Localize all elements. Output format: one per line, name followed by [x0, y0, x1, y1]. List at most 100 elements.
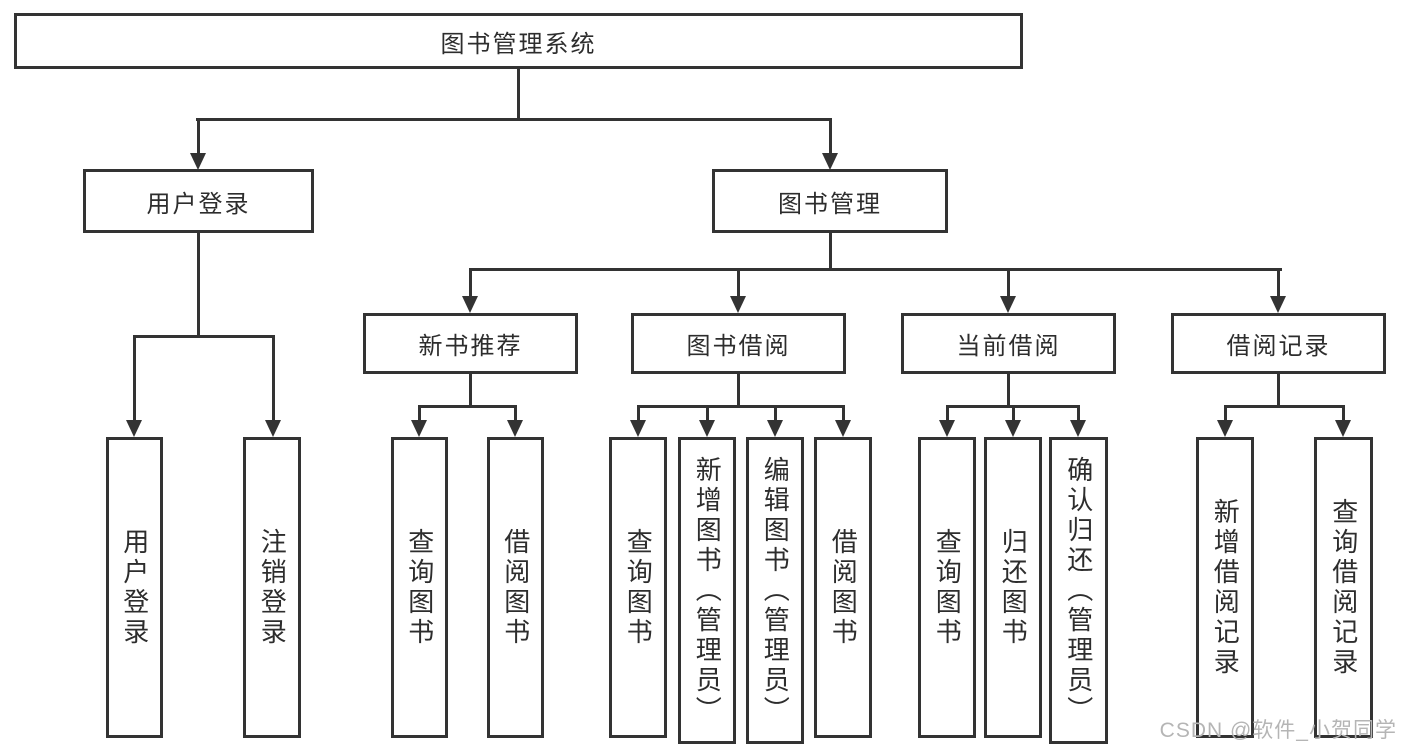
leaf-label: 归还图书	[998, 527, 1029, 648]
connector-shaft	[1011, 408, 1015, 420]
arrow-down-icon	[699, 420, 715, 437]
connector-drop-borrow-books-2	[835, 408, 851, 437]
arrow-down-icon	[1000, 296, 1016, 313]
leaf-query-borrow-record: 查询借阅记录	[1314, 437, 1373, 738]
leaf-label: 新增图书（管理员）	[692, 455, 723, 726]
connector-shaft	[828, 121, 832, 153]
connector-shaft	[513, 408, 517, 420]
connector-drop-query-books-2	[630, 408, 646, 437]
connector-drop-borrow-records	[1270, 271, 1286, 313]
leaf-add-book-admin: 新增图书（管理员）	[678, 437, 736, 744]
connector-shaft	[773, 408, 777, 420]
arrow-down-icon	[1005, 420, 1021, 437]
leaf-label: 借阅图书	[500, 527, 531, 648]
connector-drop-add-book	[699, 408, 715, 437]
leaf-user-login: 用户登录	[106, 437, 163, 738]
connector-user-login-stub	[197, 233, 200, 338]
connector-shaft	[736, 271, 740, 296]
arrow-down-icon	[835, 420, 851, 437]
leaf-label: 注销登录	[257, 527, 288, 648]
arrow-down-icon	[630, 420, 646, 437]
connector-drop-add-record	[1217, 408, 1233, 437]
node-user-login: 用户登录	[83, 169, 314, 233]
connector-shaft	[1006, 271, 1010, 296]
arrow-down-icon	[411, 420, 427, 437]
connector-shaft	[1076, 408, 1080, 420]
arrow-down-icon	[822, 153, 838, 170]
connector-drop-query-books-1	[411, 408, 427, 437]
connector-root-stub	[517, 69, 520, 121]
csdn-watermark: CSDN @软件_小贺同学	[1159, 719, 1397, 742]
connector-shaft	[841, 408, 845, 420]
connector-shaft	[945, 408, 949, 420]
connector-drop-edit-book	[767, 408, 783, 437]
connector-drop-book-management	[822, 121, 838, 170]
connector-shaft	[705, 408, 709, 420]
connector-root-horizontal	[196, 118, 832, 121]
node-book-borrow: 图书借阅	[631, 313, 846, 374]
arrow-down-icon	[126, 420, 142, 437]
arrow-down-icon	[507, 420, 523, 437]
node-root: 图书管理系统	[14, 13, 1023, 69]
leaf-label: 编辑图书（管理员）	[760, 455, 791, 726]
arrow-down-icon	[1335, 420, 1351, 437]
node-new-book-recommend: 新书推荐	[363, 313, 578, 374]
connector-drop-user-login	[190, 121, 206, 170]
connector-drop-book-borrow	[730, 271, 746, 313]
arrow-down-icon	[265, 420, 281, 437]
connector-new-book-stub	[469, 374, 472, 408]
connector-drop-current-borrow	[1000, 271, 1016, 313]
connector-user-login-horizontal	[133, 335, 275, 338]
arrow-down-icon	[767, 420, 783, 437]
leaf-logout: 注销登录	[243, 437, 301, 738]
connector-drop-query-record	[1335, 408, 1351, 437]
leaf-borrow-books-1: 借阅图书	[487, 437, 544, 738]
leaf-label: 查询借阅记录	[1328, 497, 1359, 678]
leaf-query-books-3: 查询图书	[918, 437, 976, 738]
leaf-query-books-1: 查询图书	[391, 437, 448, 738]
arrow-down-icon	[730, 296, 746, 313]
connector-shaft	[1276, 271, 1280, 296]
node-borrow-records: 借阅记录	[1171, 313, 1386, 374]
connector-drop-new-book	[462, 271, 478, 313]
arrow-down-icon	[939, 420, 955, 437]
connector-shaft	[417, 408, 421, 420]
connector-drop-leaf-logout	[265, 338, 281, 437]
leaf-label: 查询图书	[404, 527, 435, 648]
node-current-borrow: 当前借阅	[901, 313, 1116, 374]
connector-shaft	[468, 271, 472, 296]
leaf-label: 查询图书	[623, 527, 654, 648]
connector-shaft	[1223, 408, 1227, 420]
connector-drop-borrow-books-1	[507, 408, 523, 437]
connector-current-borrow-horizontal	[946, 405, 1080, 408]
leaf-label: 用户登录	[119, 527, 150, 648]
leaf-label: 借阅图书	[828, 527, 859, 648]
leaf-query-books-2: 查询图书	[609, 437, 667, 738]
connector-book-borrow-stub	[737, 374, 740, 408]
arrow-down-icon	[190, 153, 206, 170]
arrow-down-icon	[1270, 296, 1286, 313]
node-book-management: 图书管理	[712, 169, 948, 233]
connector-drop-query-books-3	[939, 408, 955, 437]
connector-shaft	[1341, 408, 1345, 420]
connector-drop-return-book	[1005, 408, 1021, 437]
connector-shaft	[636, 408, 640, 420]
arrow-down-icon	[1217, 420, 1233, 437]
connector-book-management-stub	[829, 233, 832, 271]
connector-drop-leaf-user-login	[126, 338, 142, 437]
arrow-down-icon	[1070, 420, 1086, 437]
connector-shaft	[271, 338, 275, 420]
leaf-edit-book-admin: 编辑图书（管理员）	[746, 437, 804, 744]
leaf-label: 确认归还（管理员）	[1063, 455, 1094, 726]
leaf-return-book: 归还图书	[984, 437, 1042, 738]
connector-borrow-records-stub	[1277, 374, 1280, 408]
arrow-down-icon	[462, 296, 478, 313]
connector-new-book-horizontal	[418, 405, 517, 408]
leaf-add-borrow-record: 新增借阅记录	[1196, 437, 1254, 738]
leaf-confirm-return-admin: 确认归还（管理员）	[1049, 437, 1108, 744]
connector-shaft	[132, 338, 136, 420]
connector-book-borrow-horizontal	[637, 405, 845, 408]
connector-borrow-records-horizontal	[1224, 405, 1345, 408]
connector-current-borrow-stub	[1007, 374, 1010, 408]
